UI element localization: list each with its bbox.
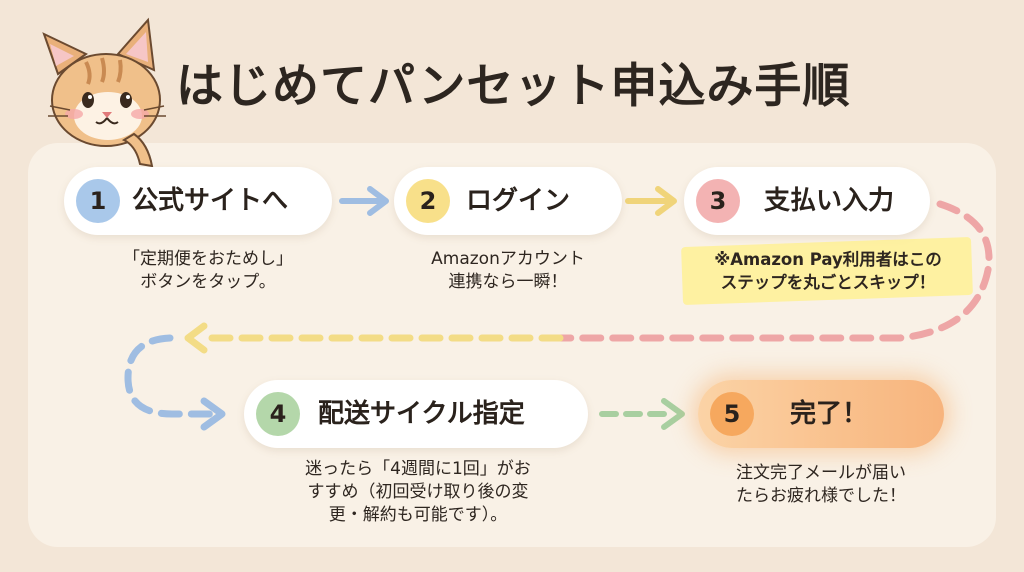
- arrow-1-to-2: [339, 186, 389, 216]
- step-2-label: ログイン: [466, 186, 571, 216]
- step-3-card: 3 支払い入力: [684, 167, 930, 235]
- step-5-label: 完了！: [790, 399, 869, 429]
- step-3-number: 3: [696, 179, 740, 223]
- step-1-description: 「定期便をおためし」 ボタンをタップ。: [123, 249, 293, 292]
- step-4-description: 迷ったら「4週間に1回」がお すすめ（初回受け取り後の変 更・解約も可能です）。: [305, 459, 531, 525]
- cat-mascot-icon: [42, 17, 166, 168]
- step-5-number: 5: [710, 392, 754, 436]
- dashed-path-pink: [556, 200, 993, 342]
- arrowhead-blue: [200, 397, 226, 431]
- step-2-card: 2 ログイン: [394, 167, 622, 235]
- step-3-label: 支払い入力: [764, 186, 895, 216]
- step-5-description: 注文完了メールが届い たらお疲れ様でした！: [736, 463, 906, 506]
- step-4-label: 配送サイクル指定: [318, 399, 525, 429]
- arrow-2-to-3: [625, 186, 677, 216]
- step-3-description: ※Amazon Pay利用者はこの ステップを丸ごとスキップ！: [714, 250, 942, 292]
- step-1-label: 公式サイトへ: [132, 186, 289, 216]
- step-1-number: 1: [76, 179, 120, 223]
- step-4-card: 4 配送サイクル指定: [244, 380, 588, 448]
- arrow-4-to-5: [599, 398, 685, 430]
- step-5-card: 5 完了！: [698, 380, 944, 448]
- step-4-number: 4: [256, 392, 300, 436]
- arrowhead-yellow: [184, 322, 208, 354]
- step-1-card: 1 公式サイトへ: [64, 167, 332, 235]
- page-title: はじめてパンセット申込み手順: [176, 59, 851, 114]
- dashed-path-blue: [124, 334, 216, 418]
- step-2-number: 2: [406, 179, 450, 223]
- step-2-description: Amazonアカウント 連携なら一瞬！: [431, 249, 585, 292]
